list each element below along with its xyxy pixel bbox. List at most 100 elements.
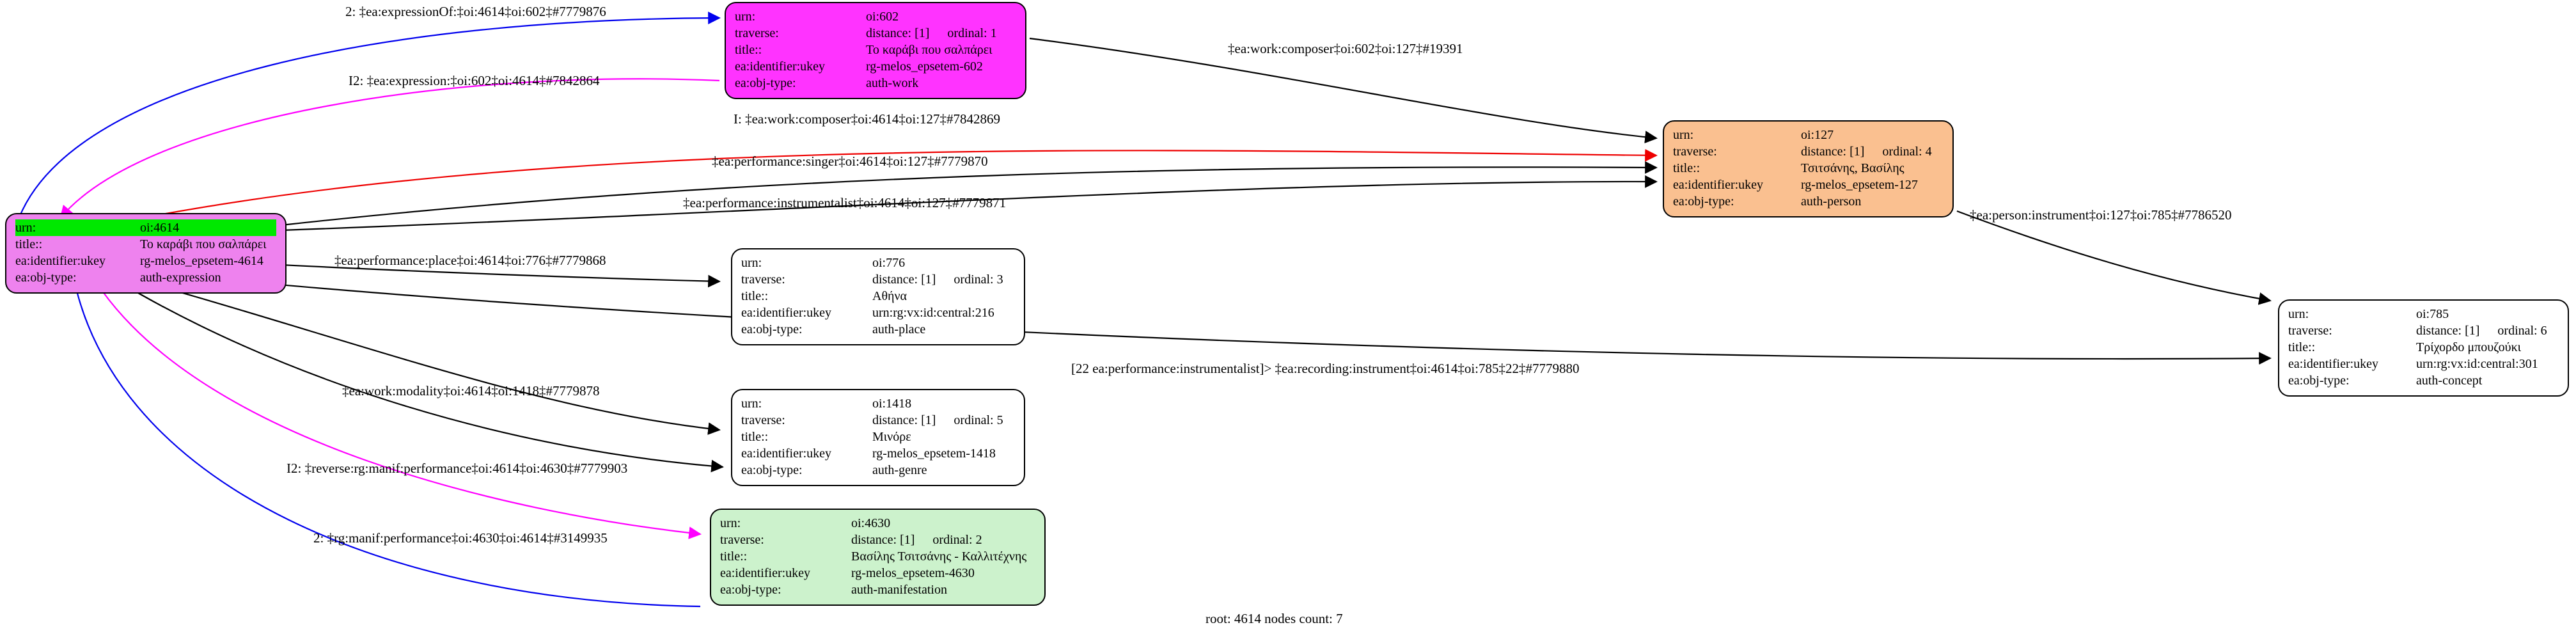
field-value-traverse-distance: distance: [1] [872,273,936,287]
field-value-urn: oi:1418 [872,397,912,411]
node-row-objtype: ea:obj-type: auth-expression [15,269,276,286]
field-value-traverse-ordinal: ordinal: 6 [2497,324,2547,338]
field-value-traverse-ordinal: ordinal: 2 [932,533,982,547]
field-value-title: Τρίχορδο μπουζούκι [2416,340,2522,354]
field-key-title: title:: [720,549,748,564]
field-value-traverse-ordinal: ordinal: 3 [954,273,1003,287]
edge-label-expression: I2: ‡ea:expression:‡oi:602‡oi:4614‡#7842… [349,73,600,88]
node-row-ukey: ea:identifier:ukey urn:rg:vx:id:central:… [741,304,1015,321]
node-oi-785[interactable]: urn: oi:785 traverse: distance: [1] ordi… [2278,299,2569,397]
field-key-urn: urn: [1673,128,1694,142]
field-value-title: Το καράβι που σαλπάρει [866,43,993,57]
field-key-title: title:: [15,237,43,251]
field-value-ukey: rg-melos_epsetem-602 [866,59,983,74]
node-oi-4614[interactable]: urn: oi:4614 title:: Το καράβι που σαλπά… [5,213,287,294]
field-key-traverse: traverse: [741,413,785,427]
field-key-urn: urn: [741,256,762,270]
graph-footer-count: root: 4614 nodes count: 7 [1206,611,1343,626]
node-row-objtype: ea:obj-type: auth-person [1673,193,1944,210]
node-row-traverse: traverse: distance: [1] ordinal: 4 [1673,143,1944,160]
node-oi-1418[interactable]: urn: oi:1418 traverse: distance: [1] ord… [731,389,1025,486]
field-key-urn: urn: [2288,307,2309,321]
node-row-urn: urn: oi:785 [2288,306,2559,322]
field-value-traverse-ordinal: ordinal: 1 [947,26,997,40]
node-row-title: title:: Μινόρε [741,429,1015,445]
edge-label-recording-instrument: [22 ea:performance:instrumentalist]> ‡ea… [1071,361,1580,376]
edge-label-performance-place: ‡ea:performance:place‡oi:4614‡oi:776‡#77… [334,253,606,268]
node-row-objtype: ea:obj-type: auth-work [735,75,1016,91]
field-key-ukey: ea:identifier:ukey [2288,357,2379,371]
field-value-objtype: auth-manifestation [851,583,947,597]
field-value-urn: oi:602 [866,10,899,24]
node-row-traverse: traverse: distance: [1] ordinal: 2 [720,532,1035,548]
field-value-ukey: rg-melos_epsetem-1418 [872,446,996,461]
field-value-ukey: rg-melos_epsetem-4614 [140,254,263,268]
node-row-traverse: traverse: distance: [1] ordinal: 3 [741,271,1015,288]
node-row-traverse: traverse: distance: [1] ordinal: 1 [735,25,1016,42]
field-key-objtype: ea:obj-type: [720,583,781,597]
node-row-title: title:: Τσιτσάνης, Βασίλης [1673,160,1944,177]
field-value-objtype: auth-work [866,76,919,90]
field-value-traverse-distance: distance: [1] [866,26,930,40]
field-key-ukey: ea:identifier:ukey [720,566,811,580]
node-row-ukey: ea:identifier:ukey rg-melos_epsetem-1418 [741,445,1015,462]
edge-label-work-modality: ‡ea:work:modality‡oi:4614‡oi:1418‡#77798… [342,383,600,399]
field-value-urn: oi:4614 [140,219,180,236]
node-oi-602[interactable]: urn: oi:602 traverse: distance: [1] ordi… [725,2,1026,99]
node-row-title: title:: Βασίλης Τσιτσάνης - Καλλιτέχνης [720,548,1035,565]
node-row-urn: urn: oi:1418 [741,395,1015,412]
node-row-urn: urn: oi:127 [1673,127,1944,143]
node-row-urn: urn: oi:4630 [720,515,1035,532]
node-row-urn: urn: oi:4614 [15,219,276,236]
edge-label-work-composer-602-127: ‡ea:work:composer‡oi:602‡oi:127‡#19391 [1228,41,1463,56]
field-key-title: title:: [2288,340,2316,354]
node-row-ukey: ea:identifier:ukey rg-melos_epsetem-4614 [15,253,276,269]
field-key-urn: urn: [720,516,741,530]
field-value-traverse-distance: distance: [1] [2416,324,2480,338]
node-row-traverse: traverse: distance: [1] ordinal: 6 [2288,322,2559,339]
field-key-urn: urn: [735,10,756,24]
field-value-objtype: auth-expression [140,271,221,285]
field-value-ukey: urn:rg:vx:id:central:301 [2416,357,2538,371]
node-row-title: title:: Το καράβι που σαλπάρει [15,236,276,253]
node-row-ukey: ea:identifier:ukey rg-melos_epsetem-602 [735,58,1016,75]
field-value-objtype: auth-concept [2416,374,2483,388]
edge-label-manif-performance: 2: ‡rg:manif:performance‡oi:4630‡oi:4614… [313,530,608,546]
node-oi-127[interactable]: urn: oi:127 traverse: distance: [1] ordi… [1663,120,1954,217]
node-row-ukey: ea:identifier:ukey urn:rg:vx:id:central:… [2288,356,2559,372]
field-key-urn: urn: [741,397,762,411]
field-value-traverse-distance: distance: [1] [1801,145,1865,159]
field-key-ukey: ea:identifier:ukey [1673,178,1764,192]
field-value-traverse-ordinal: ordinal: 4 [1882,145,1932,159]
field-key-objtype: ea:obj-type: [741,322,803,336]
field-value-urn: oi:4630 [851,516,891,530]
field-value-objtype: auth-place [872,322,926,336]
field-key-objtype: ea:obj-type: [735,76,796,90]
field-value-traverse-distance: distance: [1] [851,533,915,547]
field-key-ukey: ea:identifier:ukey [741,446,832,461]
field-key-objtype: ea:obj-type: [2288,374,2350,388]
field-key-title: title:: [741,289,769,303]
field-key-urn: urn: [15,219,140,236]
node-row-objtype: ea:obj-type: auth-concept [2288,372,2559,389]
node-row-ukey: ea:identifier:ukey rg-melos_epsetem-127 [1673,177,1944,193]
field-key-traverse: traverse: [1673,145,1717,159]
field-value-urn: oi:776 [872,256,906,270]
node-oi-776[interactable]: urn: oi:776 traverse: distance: [1] ordi… [731,248,1025,345]
field-key-objtype: ea:obj-type: [15,271,77,285]
field-key-objtype: ea:obj-type: [741,463,803,477]
node-row-traverse: traverse: distance: [1] ordinal: 5 [741,412,1015,429]
field-value-ukey: urn:rg:vx:id:central:216 [872,306,994,320]
node-row-title: title:: Αθήνα [741,288,1015,304]
edge-label-expressionof: 2: ‡ea:expressionOf:‡oi:4614‡oi:602‡#777… [345,4,606,19]
node-row-urn: urn: oi:776 [741,255,1015,271]
node-row-urn: urn: oi:602 [735,8,1016,25]
field-key-traverse: traverse: [720,533,764,547]
field-key-objtype: ea:obj-type: [1673,194,1734,209]
field-key-traverse: traverse: [735,26,779,40]
field-value-title: Το καράβι που σαλπάρει [140,237,267,251]
field-value-objtype: auth-genre [872,463,927,477]
edge-label-performance-singer: ‡ea:performance:singer‡oi:4614‡oi:127‡#7… [712,154,988,169]
node-oi-4630[interactable]: urn: oi:4630 traverse: distance: [1] ord… [710,509,1046,606]
field-value-title: Τσιτσάνης, Βασίλης [1801,161,1905,175]
